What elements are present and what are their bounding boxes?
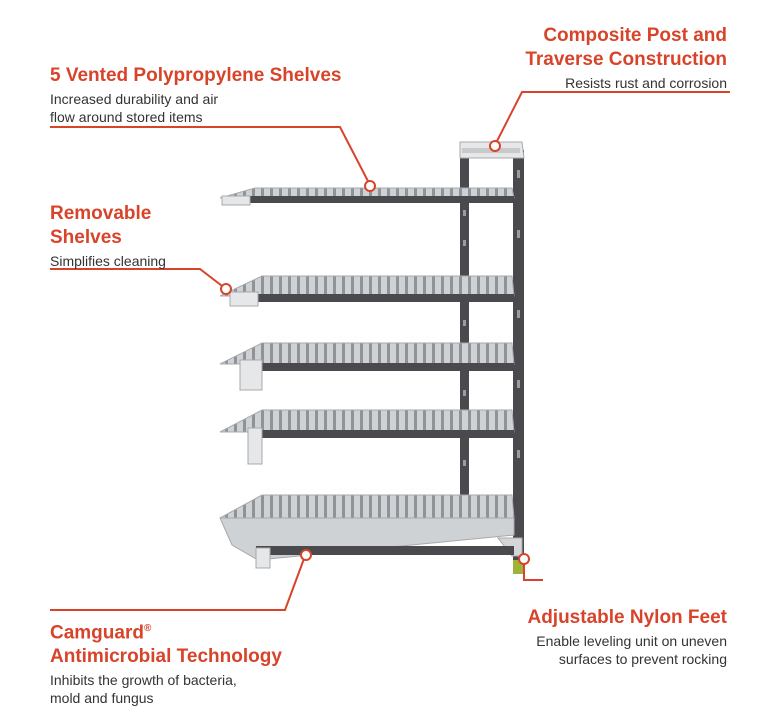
nylon-foot <box>513 560 523 574</box>
callout-desc-line1: Enable leveling unit on uneven <box>536 633 727 649</box>
post-slots <box>463 170 520 466</box>
callout-adjustable-feet: Adjustable Nylon Feet Enable leveling un… <box>527 606 727 668</box>
trademark-symbol: ® <box>143 623 152 634</box>
callout-desc-line1: Inhibits the growth of bacteria, <box>50 672 237 689</box>
callout-composite-construction: Composite Post and Traverse Construction… <box>525 24 727 92</box>
callout-desc-line2: flow around stored items <box>50 109 203 125</box>
callout-removable-shelves: Removable Shelves Simplifies cleaning <box>50 202 166 270</box>
callout-vented-shelves: 5 Vented Polypropylene Shelves Increased… <box>50 64 341 126</box>
camguard-brand: Camguard <box>50 622 144 644</box>
callout-desc-line2: surfaces to prevent rocking <box>558 651 727 667</box>
leader-dots <box>220 140 530 565</box>
leader-camguard <box>50 555 306 611</box>
front-post <box>513 150 524 570</box>
shelf-2 <box>219 275 515 307</box>
callout-title-line1: Removable <box>50 203 152 224</box>
callout-title-line2: Shelves <box>50 227 122 248</box>
callout-title-line2: Antimicrobial Technology <box>50 646 282 668</box>
callout-camguard: Camguard® Antimicrobial Technology Inhib… <box>50 617 282 707</box>
shelf-4 <box>219 409 515 465</box>
callout-title-line2: Traverse Construction <box>525 49 727 70</box>
shelf-3 <box>219 342 515 391</box>
callout-desc-line2: mold and fungus <box>50 690 154 707</box>
callout-desc: Resists rust and corrosion <box>565 75 727 91</box>
shelf-1 <box>219 187 515 206</box>
leader-lines <box>50 91 730 611</box>
callout-desc-line1: Increased durability and air <box>50 91 219 107</box>
callout-title: 5 Vented Polypropylene Shelves <box>50 65 342 86</box>
shelf-5 <box>219 494 515 569</box>
leader-vented <box>50 126 371 186</box>
callout-title: Adjustable Nylon Feet <box>527 607 727 628</box>
callout-title-line1: Composite Post and <box>543 25 727 46</box>
callout-title-line1: Camguard® <box>50 617 282 645</box>
leader-feet <box>523 560 543 581</box>
leader-removable <box>50 268 227 290</box>
leader-composite <box>494 91 730 146</box>
callout-desc: Simplifies cleaning <box>50 253 166 269</box>
